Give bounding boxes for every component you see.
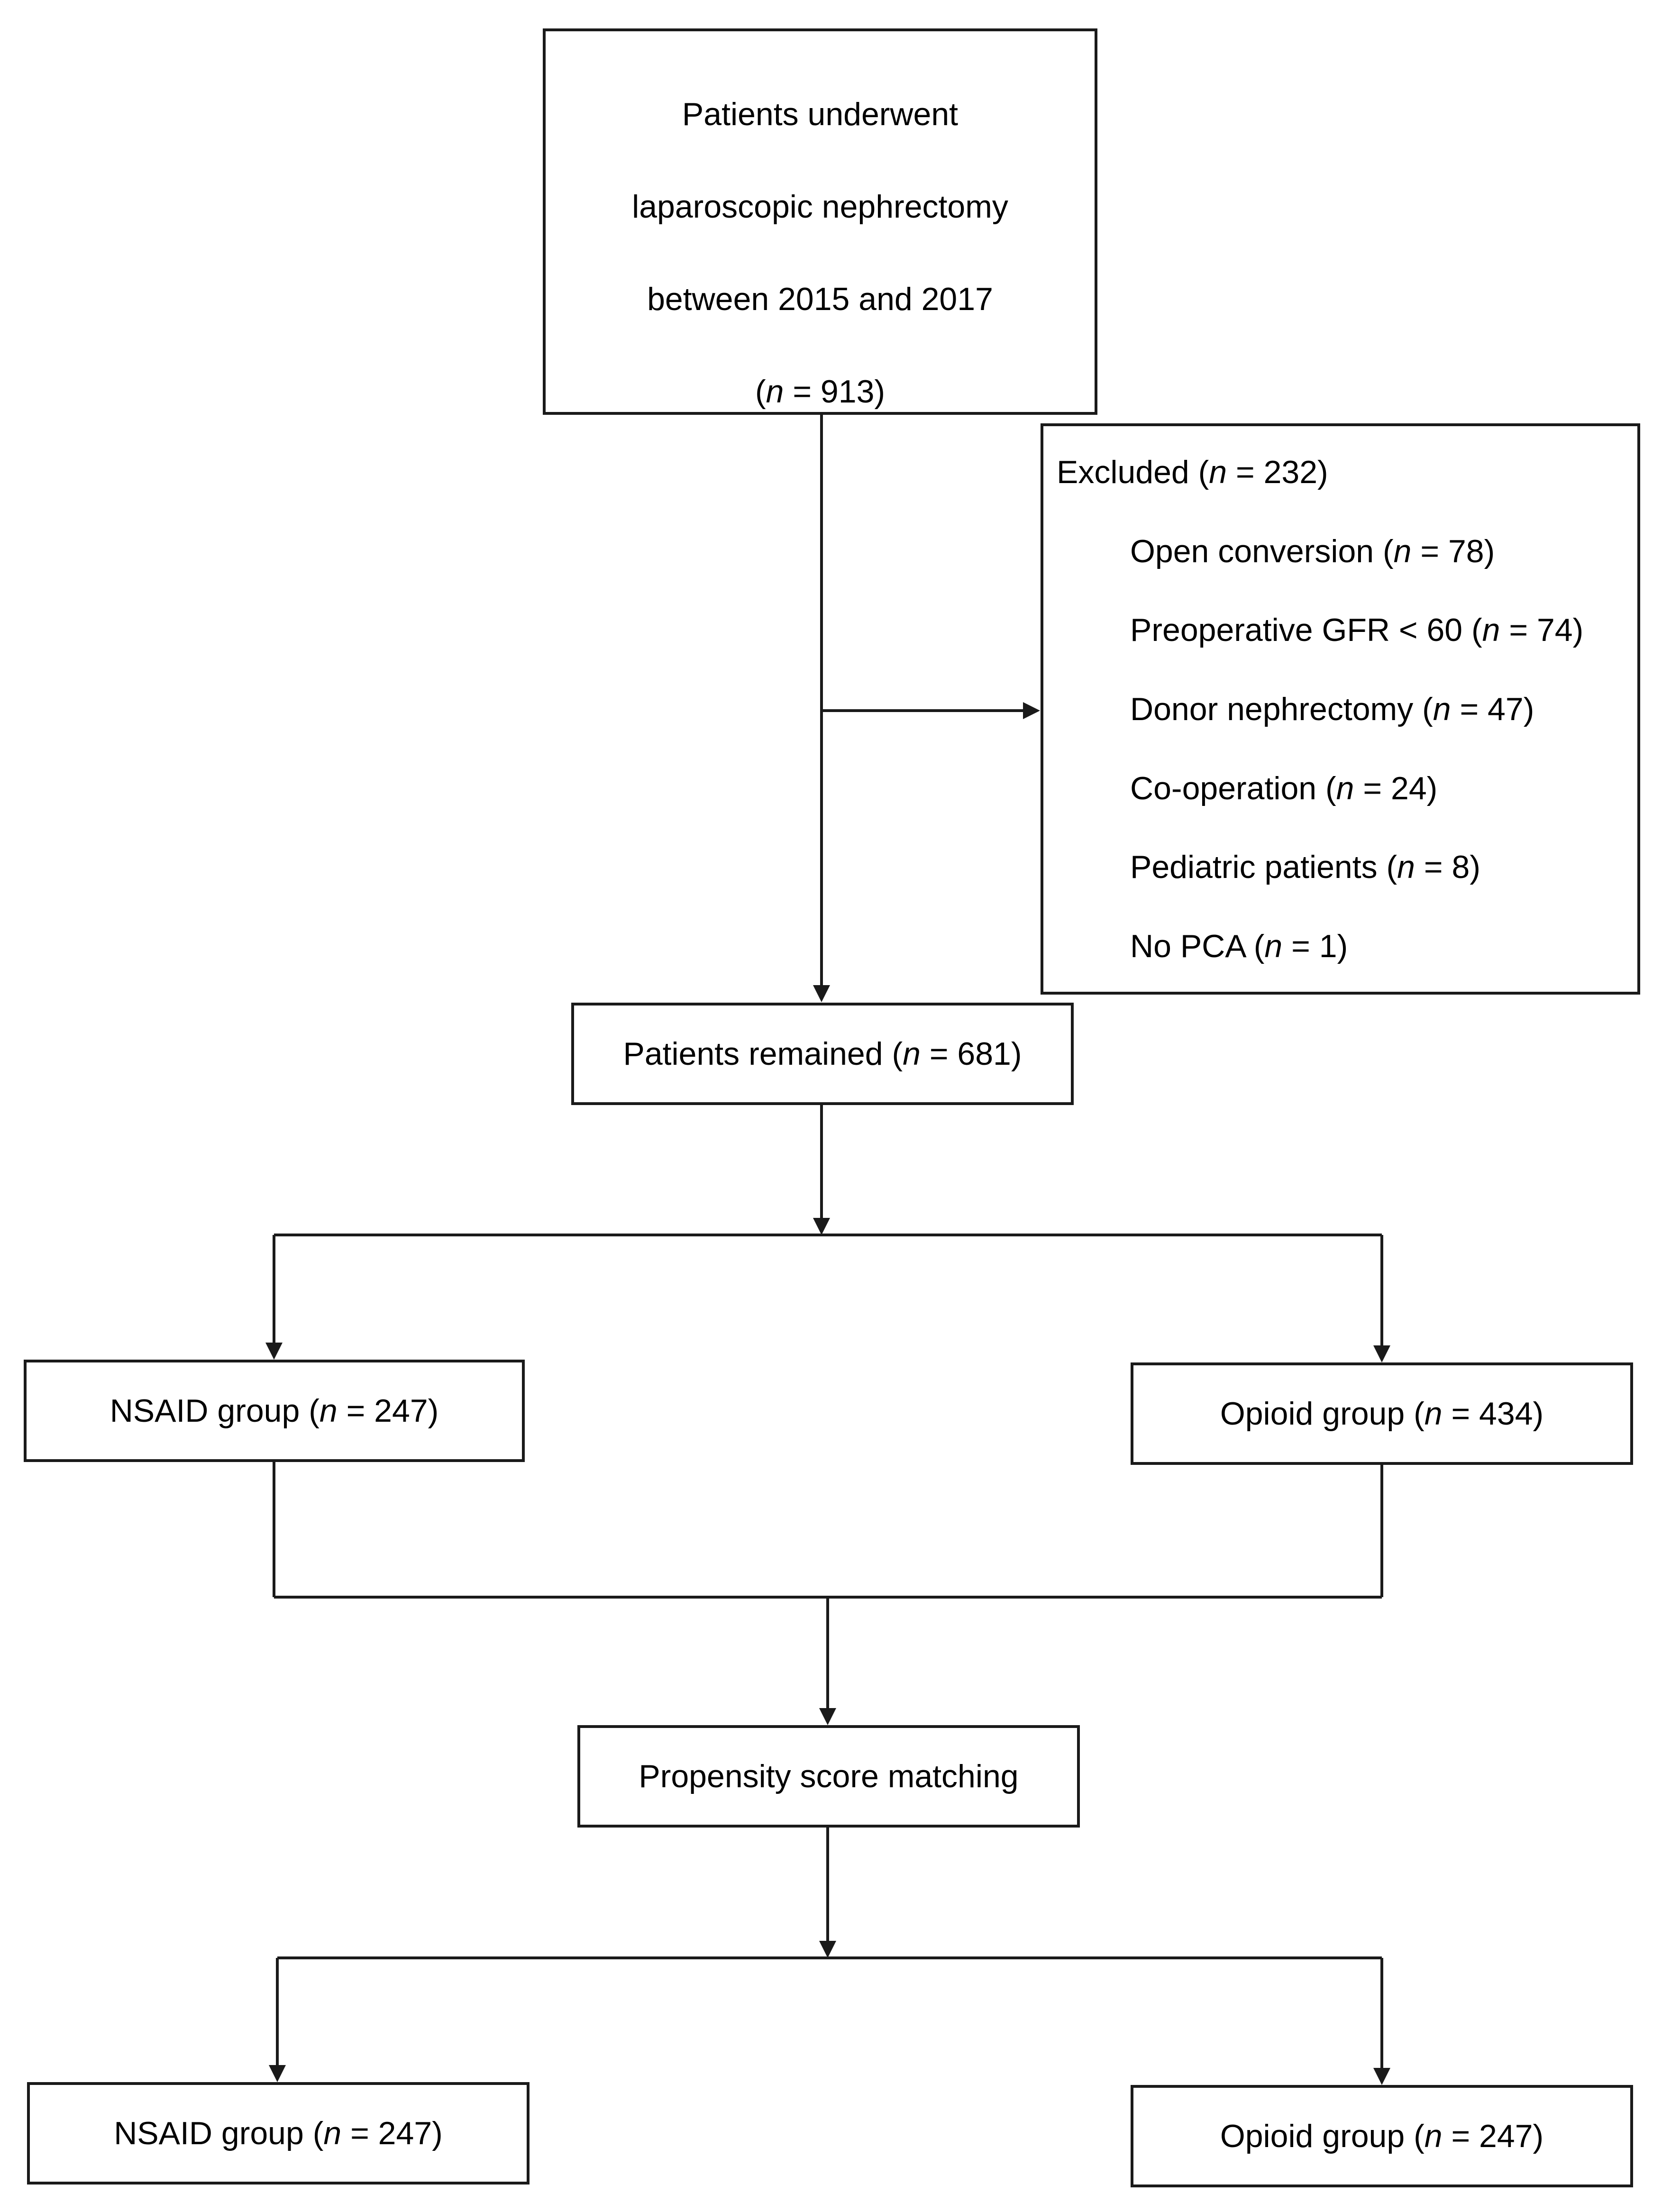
n-symbol: n <box>1482 612 1500 648</box>
remained-text: Patients remained (n = 681) <box>574 1035 1071 1073</box>
nsaid-group-box-after: NSAID group (n = 247) <box>27 2082 530 2185</box>
matching-text: Propensity score matching <box>580 1757 1077 1795</box>
start-line-2-text: laparoscopic nephrectomy <box>632 189 1008 225</box>
excluded-item-count: = 1) <box>1282 928 1348 964</box>
start-count-open: ( <box>755 374 766 410</box>
n-symbol: n <box>1397 849 1415 885</box>
excluded-box: Excluded (n = 232) Open conversion (n = … <box>1041 423 1640 995</box>
excluded-item-donor-nephrectomy: Donor nephrectomy (n = 47) <box>1130 690 1534 728</box>
excluded-item-open-conversion: Open conversion (n = 78) <box>1130 532 1495 570</box>
excluded-item-label: No PCA ( <box>1130 928 1265 964</box>
nsaid-group-text-after: NSAID group (n = 247) <box>30 2114 527 2152</box>
n-symbol: n <box>1433 691 1451 727</box>
nsaid-group-count: = 247) <box>341 2115 443 2151</box>
n-symbol: n <box>1424 2118 1443 2154</box>
nsaid-group-label: NSAID group ( <box>110 1393 320 1429</box>
start-box: Patients underwent laparoscopic nephrect… <box>543 28 1097 415</box>
start-line-3-text: between 2015 and 2017 <box>647 281 993 317</box>
n-symbol: n <box>1393 533 1412 569</box>
start-line-1-text: Patients underwent <box>682 96 959 132</box>
excluded-item-co-operation: Co-operation (n = 24) <box>1130 769 1437 807</box>
opioid-group-text-before: Opioid group (n = 434) <box>1133 1395 1630 1433</box>
nsaid-group-count: = 247) <box>337 1393 439 1429</box>
remained-label: Patients remained ( <box>623 1036 903 1072</box>
excluded-item-label: Donor nephrectomy ( <box>1130 691 1433 727</box>
n-symbol: n <box>319 1393 338 1429</box>
n-symbol: n <box>1209 454 1227 490</box>
opioid-group-box-before: Opioid group (n = 434) <box>1131 1362 1633 1465</box>
nsaid-group-label: NSAID group ( <box>114 2115 324 2151</box>
n-symbol: n <box>903 1036 921 1072</box>
excluded-item-pediatric-patients: Pediatric patients (n = 8) <box>1130 848 1480 886</box>
excluded-title: Excluded (n = 232) <box>1057 453 1328 491</box>
matching-label: Propensity score matching <box>639 1758 1019 1794</box>
start-line-2: laparoscopic nephrectomy <box>546 188 1095 226</box>
excluded-item-count: = 47) <box>1451 691 1534 727</box>
excluded-item-label: Preoperative GFR < 60 ( <box>1130 612 1482 648</box>
remained-count: = 681) <box>920 1036 1022 1072</box>
n-symbol: n <box>323 2115 342 2151</box>
opioid-group-label: Opioid group ( <box>1220 2118 1425 2154</box>
excluded-item-no-pca: No PCA (n = 1) <box>1130 927 1348 965</box>
opioid-group-text-after: Opioid group (n = 247) <box>1133 2117 1630 2155</box>
excluded-item-label: Co-operation ( <box>1130 770 1336 806</box>
n-symbol: n <box>766 374 784 410</box>
excluded-item-count: = 8) <box>1415 849 1480 885</box>
excluded-item-preoperative-gfr: Preoperative GFR < 60 (n = 74) <box>1130 611 1583 649</box>
matching-box: Propensity score matching <box>577 1725 1080 1828</box>
opioid-group-count: = 247) <box>1442 2118 1544 2154</box>
remained-box: Patients remained (n = 681) <box>571 1003 1074 1105</box>
excluded-item-count: = 24) <box>1354 770 1438 806</box>
start-line-1: Patients underwent <box>546 95 1095 133</box>
excluded-title-count: = 232) <box>1227 454 1328 490</box>
nsaid-group-text-before: NSAID group (n = 247) <box>27 1392 522 1430</box>
n-symbol: n <box>1336 770 1354 806</box>
opioid-group-label: Opioid group ( <box>1220 1396 1425 1432</box>
excluded-title-label: Excluded ( <box>1057 454 1209 490</box>
start-count-value: = 913) <box>784 374 886 410</box>
opioid-group-box-after: Opioid group (n = 247) <box>1131 2085 1633 2187</box>
start-line-3: between 2015 and 2017 <box>546 280 1095 318</box>
start-count: (n = 913) <box>546 373 1095 411</box>
opioid-group-count: = 434) <box>1442 1396 1544 1432</box>
excluded-item-count: = 74) <box>1500 612 1584 648</box>
excluded-item-label: Open conversion ( <box>1130 533 1394 569</box>
n-symbol: n <box>1264 928 1283 964</box>
excluded-item-count: = 78) <box>1411 533 1495 569</box>
n-symbol: n <box>1424 1396 1443 1432</box>
excluded-item-label: Pediatric patients ( <box>1130 849 1397 885</box>
nsaid-group-box-before: NSAID group (n = 247) <box>24 1360 525 1462</box>
